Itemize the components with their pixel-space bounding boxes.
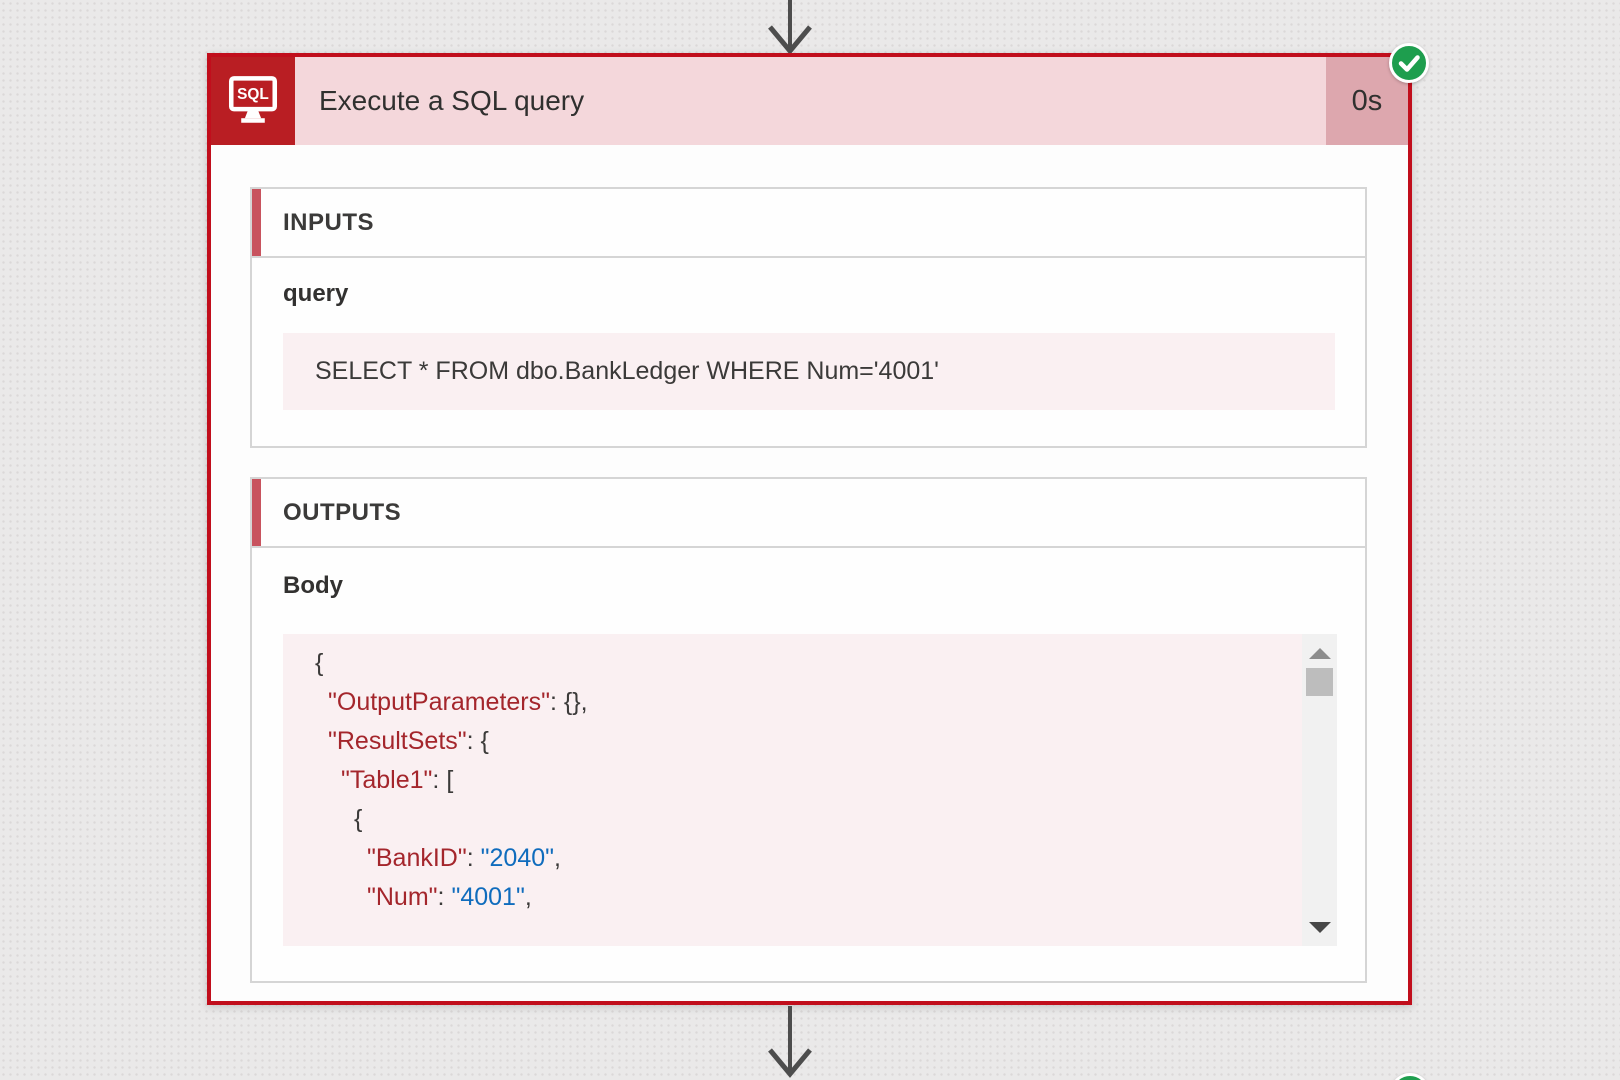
body-json-code: {"OutputParameters": {},"ResultSets": {"…: [283, 634, 1302, 946]
action-title: Execute a SQL query: [319, 85, 585, 116]
success-check-icon: [1393, 1076, 1427, 1080]
connector-chip: SQL: [211, 57, 295, 145]
json-line: "ResultSets": {: [328, 727, 489, 755]
scrollbar-thumb[interactable]: [1306, 668, 1333, 696]
query-value-text: SELECT * FROM dbo.BankLedger WHERE Num='…: [315, 357, 939, 385]
action-header-bar: Execute a SQL query: [295, 57, 1326, 145]
down-arrow-icon: [768, 0, 812, 55]
section-accent-bar: [252, 189, 261, 256]
inputs-section: INPUTS query SELECT * FROM dbo.BankLedge…: [250, 187, 1367, 448]
body-field-label: Body: [283, 572, 343, 599]
outputs-section-title: OUTPUTS: [283, 498, 402, 526]
json-line: "Table1": [: [341, 766, 454, 794]
scroll-down-arrow-icon[interactable]: [1308, 922, 1331, 933]
section-accent-bar: [252, 479, 261, 546]
success-check-icon: [1398, 55, 1420, 72]
inputs-section-header: INPUTS: [252, 189, 1365, 258]
body-scrollbar[interactable]: [1302, 634, 1337, 946]
json-line: "OutputParameters": {},: [328, 688, 588, 716]
scroll-up-arrow-icon[interactable]: [1308, 648, 1331, 659]
down-arrow-icon: [768, 1006, 812, 1078]
sql-server-monitor-icon: SQL: [228, 76, 278, 123]
query-value-box: SELECT * FROM dbo.BankLedger WHERE Num='…: [283, 333, 1335, 410]
json-line: "Num": "4001",: [367, 883, 532, 911]
json-line: {: [354, 805, 363, 833]
json-line: {: [315, 649, 324, 677]
body-value-box: {"OutputParameters": {},"ResultSets": {"…: [283, 634, 1337, 946]
action-card: SQL Execute a SQL query 0s INPUTS query …: [207, 53, 1412, 1005]
inputs-section-title: INPUTS: [283, 208, 375, 236]
next-node-status-badge: [1390, 1073, 1430, 1080]
status-succeeded-badge: [1389, 43, 1429, 83]
json-line: "BankID": "2040",: [367, 844, 561, 872]
outputs-section: OUTPUTS Body {"OutputParameters": {},"Re…: [250, 477, 1367, 983]
query-field-label: query: [283, 280, 349, 307]
sql-icon-label: SQL: [237, 86, 269, 103]
action-card-header[interactable]: SQL Execute a SQL query 0s: [211, 57, 1408, 145]
outputs-section-header: OUTPUTS: [252, 479, 1365, 548]
